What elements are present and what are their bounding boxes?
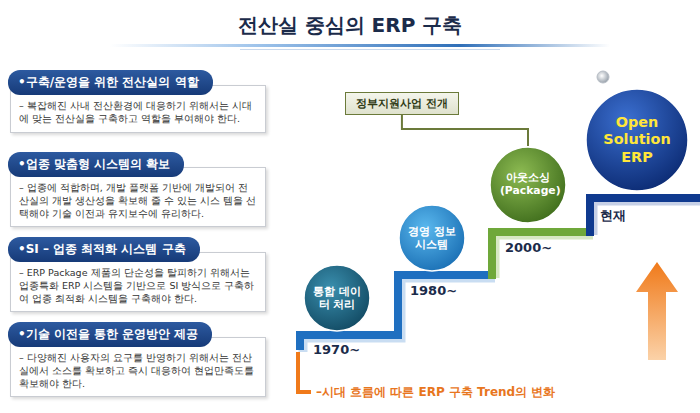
panel-heading: •기술 이전을 통한 운영방안 제공 (8, 322, 212, 347)
stair-step (492, 232, 590, 279)
title-rule-thin (240, 49, 500, 50)
circle-label: Open Solution ERP (594, 114, 681, 166)
circle-fill (490, 147, 566, 223)
circle-label: 아웃소싱 (Package) (494, 172, 562, 198)
era-circle: 아웃소싱 (Package) (489, 146, 567, 224)
callout-box: 정부지원사업 전개 (345, 92, 459, 115)
topic-panel: •업종 맞춤형 시스템의 확보– 업종에 적합하며, 개발 플랫폼 기반에 개발… (8, 152, 266, 227)
circle-fill (586, 89, 688, 191)
panel-heading: •SI – 업종 최적화 시스템 구축 (8, 237, 200, 262)
era-year: 1970~ (313, 342, 360, 357)
topic-panel: •구축/운영을 위한 전산실의 역할– 복잡해진 사내 전산환경에 대응하기 위… (8, 70, 266, 133)
circle-label: 경영 정보 시스템 (402, 225, 463, 252)
stair-shadow (593, 201, 700, 235)
trend-line (298, 352, 311, 392)
era-circle: 경영 정보 시스템 (398, 204, 466, 272)
panel-heading: •구축/운영을 위한 전산실의 역할 (8, 70, 213, 95)
title-rule (110, 44, 610, 47)
panel-heading: •업종 맞춤형 시스템의 확보 (8, 152, 184, 177)
page-title: 전산실 중심의 ERP 구축 (238, 12, 463, 39)
era-circle: 통합 데이터 처리 (303, 264, 371, 332)
era-year: 현재 (600, 207, 626, 225)
connector-line (402, 115, 528, 146)
era-circle: Open Solution ERP (585, 88, 689, 192)
era-year: 1980~ (410, 283, 457, 298)
trend-arrow (636, 262, 678, 360)
era-year: 2000~ (505, 240, 552, 255)
callout-text: 정부지원사업 전개 (356, 97, 448, 110)
topic-panel: •SI – 업종 최적화 시스템 구축– ERP Package 제품의 단순성… (8, 237, 266, 312)
stair-step (590, 198, 700, 236)
topic-panel: •기술 이전을 통한 운영방안 제공– 다양해진 사용자의 요구를 반영하기 위… (8, 322, 266, 397)
caption: –시대 흐름에 따른 ERP 구축 Trend의 변화 (316, 384, 555, 401)
gloss-dot (597, 71, 609, 83)
circle-fill (304, 265, 370, 331)
stair-shadow (495, 235, 593, 278)
circle-fill (399, 205, 465, 271)
circle-label: 통합 데이터 처리 (307, 285, 368, 312)
